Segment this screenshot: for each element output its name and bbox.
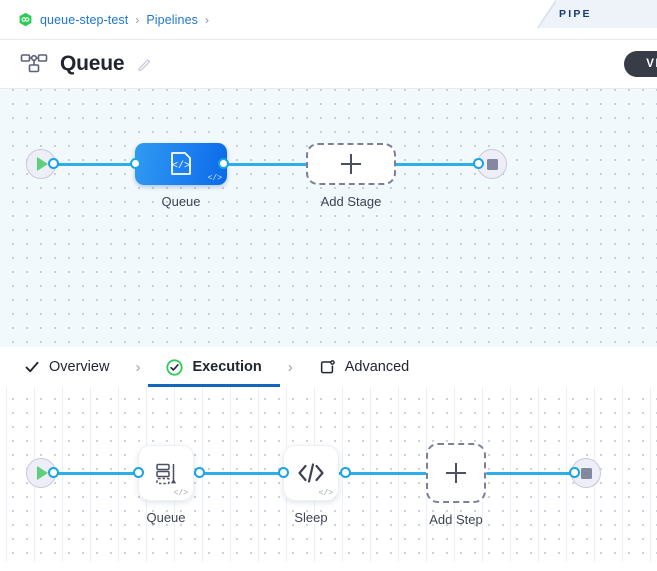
add-step-node[interactable]: Add Step <box>426 443 486 527</box>
stage-node-badge: </> <box>207 174 222 183</box>
tab-advanced-label: Advanced <box>344 359 410 375</box>
tab-separator-1: › <box>135 358 141 376</box>
breadcrumb-item-project[interactable]: queue-step-test <box>40 12 129 27</box>
stop-icon <box>486 158 498 170</box>
tab-separator-2: › <box>287 358 293 376</box>
edge-queue-to-addstage <box>222 163 312 166</box>
plus-icon <box>341 154 361 174</box>
visual-view-button[interactable]: VIS <box>624 51 657 77</box>
port-end-input[interactable] <box>473 158 484 169</box>
code-brace-icon: </> <box>171 152 191 175</box>
step-node-sleep[interactable]: </> Sleep <box>283 445 339 525</box>
code-slash-icon <box>298 463 324 483</box>
add-step-label: Add Step <box>429 512 483 527</box>
stage-config-tabs: Overview › Execution › Advanced <box>0 347 657 387</box>
project-hex-icon <box>18 12 33 27</box>
step-canvas[interactable]: </> Queue </> Sleep <box>0 387 657 562</box>
stage-node-queue[interactable]: </> </> Queue <box>135 143 227 209</box>
page-header: Queue VIS <box>0 40 657 89</box>
tab-execution[interactable]: Execution <box>148 347 281 387</box>
pipeline-nodes-icon <box>20 52 48 76</box>
ribbon-label: PIPE <box>559 8 592 20</box>
breadcrumb-item-pipelines[interactable]: Pipelines <box>146 12 198 27</box>
breadcrumb-separator-end: › <box>205 12 209 27</box>
port-step-end-input[interactable] <box>569 467 580 478</box>
check-icon <box>24 359 40 375</box>
breadcrumb-bar: queue-step-test › Pipelines › PIPE <box>0 0 657 40</box>
step-node-sleep-body[interactable]: </> <box>283 445 339 501</box>
port-queue-step-input[interactable] <box>133 467 144 478</box>
stop-icon <box>580 467 592 479</box>
stage-node-body[interactable]: </> </> <box>135 143 227 185</box>
add-stage-label: Add Stage <box>320 194 382 209</box>
edge-addstep-to-end <box>486 472 576 475</box>
green-check-circle-icon <box>166 358 184 376</box>
step-node-queue[interactable]: </> Queue <box>138 445 194 525</box>
stage-node-label: Queue <box>161 194 201 209</box>
tab-advanced[interactable]: Advanced <box>317 347 412 387</box>
edge-start-to-queue-step <box>52 472 138 475</box>
tab-overview-label: Overview <box>49 359 110 375</box>
play-icon <box>37 157 48 171</box>
plus-icon <box>446 463 466 483</box>
port-sleep-input[interactable] <box>278 467 289 478</box>
page-title: Queue <box>60 52 125 75</box>
step-node-queue-badge: </> <box>173 489 188 498</box>
edge-addstage-to-end <box>392 163 484 166</box>
queue-stack-icon <box>156 463 177 485</box>
port-start-output[interactable] <box>48 158 59 169</box>
step-node-sleep-label: Sleep <box>294 510 328 525</box>
folder-gear-icon <box>319 359 336 376</box>
tab-overview[interactable]: Overview <box>22 347 111 387</box>
svg-text:</>: </> <box>172 160 190 172</box>
port-queue-input[interactable] <box>130 158 141 169</box>
add-stage-body[interactable] <box>306 143 396 185</box>
tab-execution-label: Execution <box>192 359 262 375</box>
stage-canvas[interactable]: </> </> Queue Add Stage <box>0 89 657 347</box>
pipeline-ribbon-badge: PIPE <box>537 0 657 28</box>
pencil-icon[interactable] <box>137 56 153 72</box>
add-stage-node[interactable]: Add Stage <box>306 143 396 209</box>
play-icon <box>37 466 48 480</box>
step-node-sleep-badge: </> <box>318 489 333 498</box>
port-queue-step-output[interactable] <box>194 467 205 478</box>
edge-queue-to-sleep <box>198 472 284 475</box>
add-step-body[interactable] <box>426 443 486 503</box>
edge-start-to-queue <box>52 163 144 166</box>
port-queue-output[interactable] <box>218 158 229 169</box>
pipeline-start-node[interactable] <box>26 149 56 179</box>
step-node-queue-body[interactable]: </> <box>138 445 194 501</box>
port-sleep-output[interactable] <box>340 467 351 478</box>
edge-sleep-to-addstep <box>344 472 486 475</box>
breadcrumb-separator: › <box>135 12 140 27</box>
visual-view-label: VIS <box>646 58 657 70</box>
step-node-queue-label: Queue <box>146 510 186 525</box>
port-step-start-output[interactable] <box>48 467 59 478</box>
